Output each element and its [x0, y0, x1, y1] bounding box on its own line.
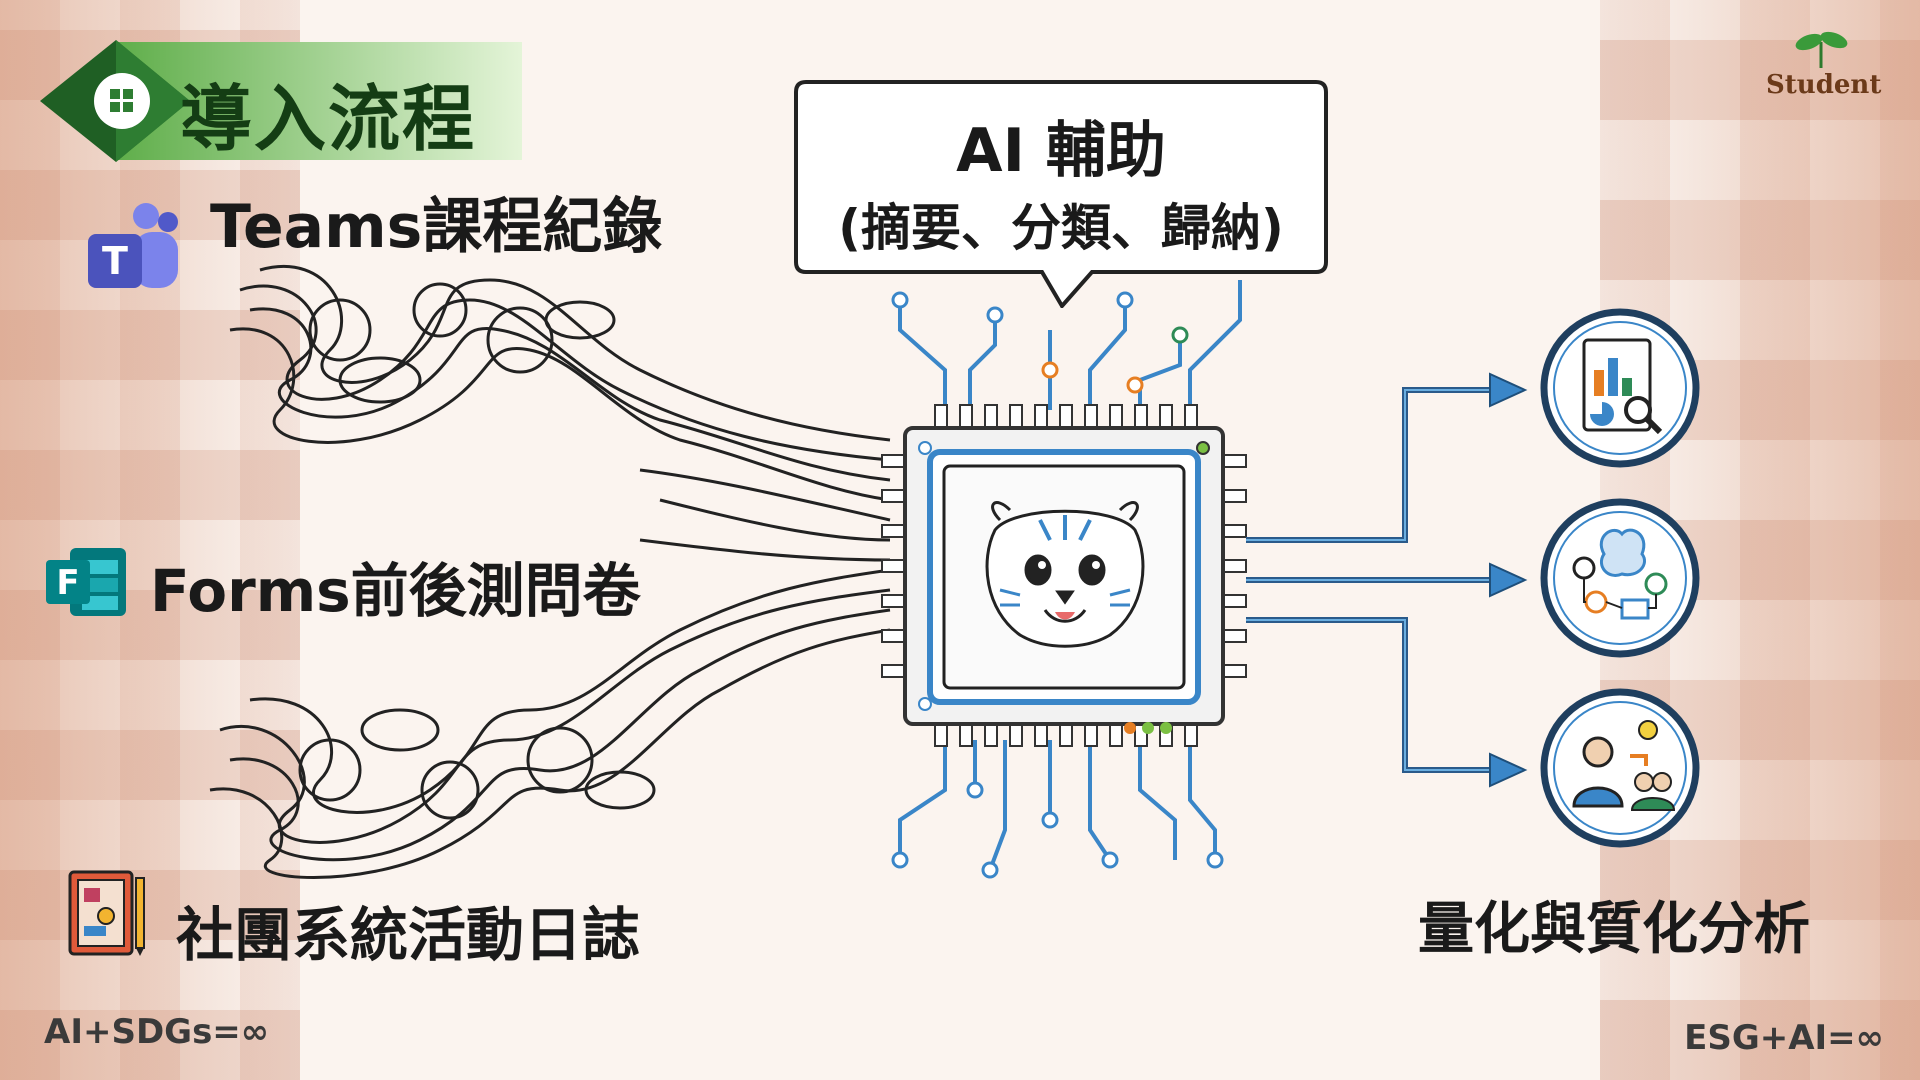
teams-icon: T: [84, 196, 184, 300]
tangled-cables-top: [229, 265, 891, 502]
circuit-nodes-bottom: [891, 781, 1224, 879]
background-left-pattern: [0, 0, 300, 1080]
output-arrows-inner: [1246, 389, 1490, 771]
svg-text:T: T: [102, 239, 128, 283]
svg-text:F: F: [56, 563, 79, 603]
tiger-mascot-icon: [985, 501, 1145, 648]
title-banner: 導入流程: [40, 40, 522, 162]
notebook-icon: [64, 868, 154, 962]
source-label-forms: Forms前後測問卷: [150, 557, 641, 625]
tangled-cables-bottom: [209, 568, 891, 879]
people-idea-icon: [1538, 686, 1702, 854]
footer-right-slogan: ESG+AI=∞: [1684, 1018, 1884, 1058]
circuit-lines-top: [898, 280, 1242, 410]
page-title: 導入流程: [180, 76, 477, 161]
source-label-teams: Teams課程紀錄: [210, 192, 663, 262]
ai-box-subtitle: (摘要、分類、歸納): [838, 199, 1284, 257]
brain-workflow-icon: [1538, 496, 1702, 664]
footer-left-slogan: AI+SDGs=∞: [44, 1012, 270, 1052]
circuit-lines-bottom: [898, 740, 1217, 871]
circuit-nodes-top: [891, 291, 1189, 394]
ai-assist-callout: AI 輔助 (摘要、分類、歸納): [792, 78, 1330, 308]
source-label-club-log: 社團系統活動日誌: [176, 901, 641, 969]
logo-text: Student: [1766, 70, 1882, 100]
ai-box-title: AI 輔助: [956, 116, 1166, 186]
windows-icon: [94, 73, 150, 129]
result-label: 量化與質化分析: [1418, 897, 1810, 962]
report-chart-icon: [1538, 306, 1702, 474]
forms-icon: F: [44, 546, 128, 622]
student-logo: Student: [1766, 28, 1882, 108]
arrow-heads: [1489, 372, 1528, 788]
cables-middle: [639, 468, 891, 562]
